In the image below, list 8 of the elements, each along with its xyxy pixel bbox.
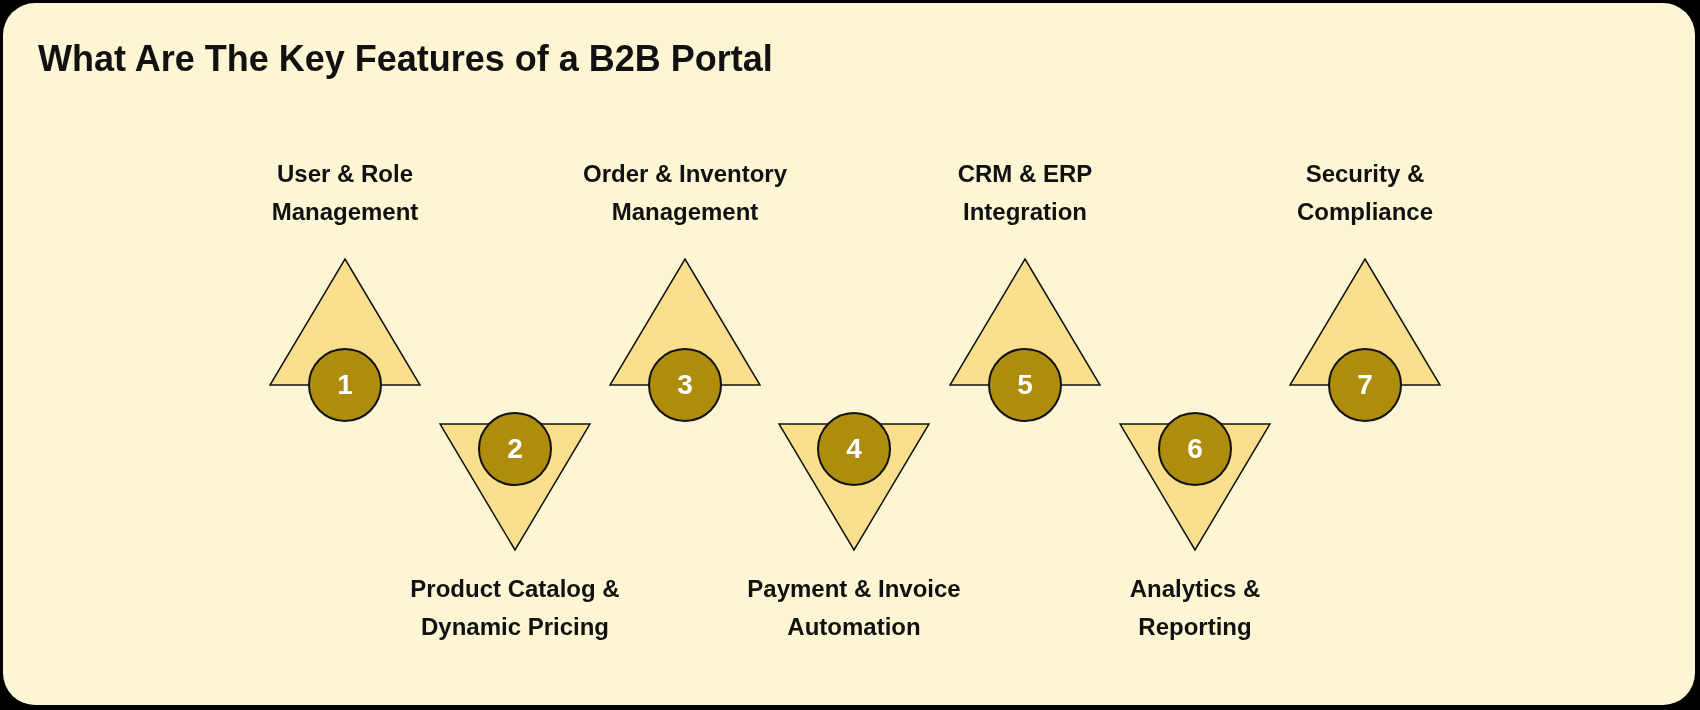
title: What Are The Key Features of a B2B Portal	[38, 37, 773, 81]
feature-label: Product Catalog & Dynamic Pricing	[409, 574, 621, 642]
feature-label: Order & Inventory Management	[581, 159, 788, 227]
feature-label: Payment & Invoice Automation	[746, 574, 962, 642]
feature-label: CRM & ERP Integration	[956, 159, 1094, 227]
feature-label: Security & Compliance	[1296, 159, 1434, 227]
feature-label: User & Role Management	[270, 159, 420, 227]
feature-label: Analytics & Reporting	[1128, 574, 1262, 642]
